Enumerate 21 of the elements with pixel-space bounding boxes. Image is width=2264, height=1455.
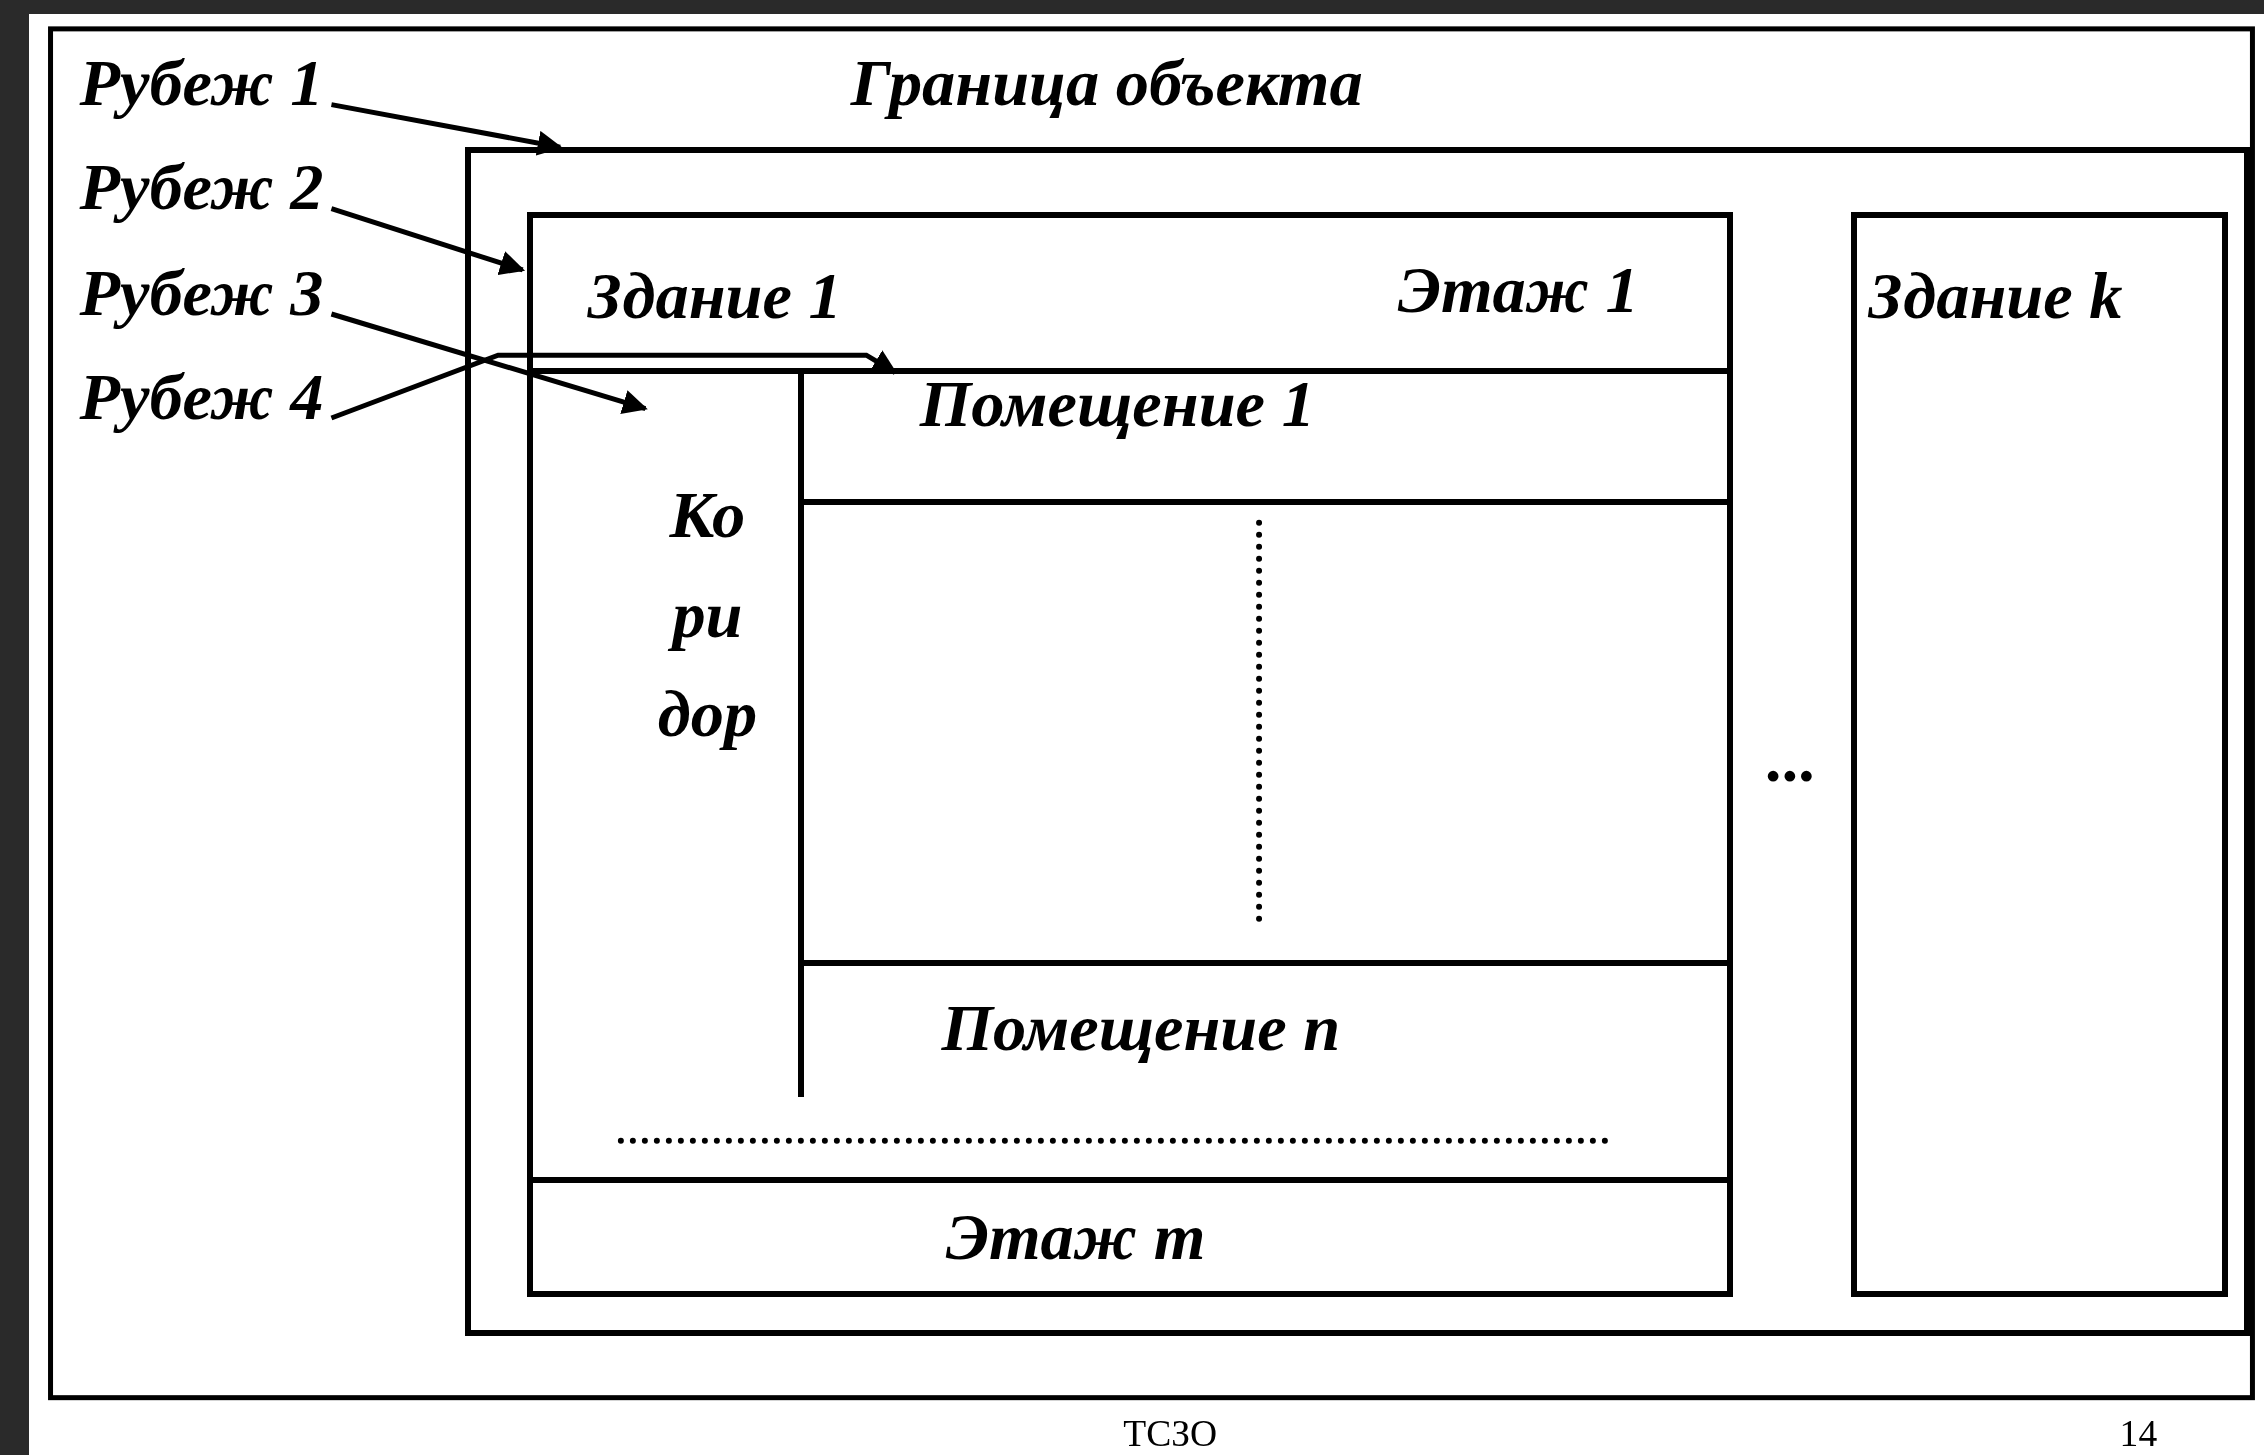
zone-label: Рубеж 4 (79, 359, 324, 433)
footer-label: ТСЗО (1123, 1412, 1218, 1455)
zone-title: Граница объекта (850, 46, 1363, 120)
building-box (1851, 212, 2228, 1297)
room-label: Помещение n (941, 990, 1341, 1064)
arrow (330, 311, 648, 415)
building-label: Здание k (1868, 258, 2123, 332)
floor-label: Этаж m (945, 1200, 1206, 1274)
zone-label: Рубеж 2 (79, 150, 324, 224)
building-label: Здание 1 (587, 258, 842, 332)
floor-label: Этаж 1 (1397, 252, 1639, 326)
ellipsis-label: ... (1767, 721, 1818, 795)
arrow (330, 350, 898, 421)
building-box (527, 212, 1733, 1297)
room-label: Помещение 1 (919, 366, 1315, 440)
page-number: 14 (2119, 1412, 2158, 1455)
corridor-label: Ко ри дор (656, 477, 759, 753)
arrow (330, 102, 563, 156)
zone-label: Рубеж 1 (79, 46, 324, 120)
zone-label: Рубеж 3 (79, 255, 324, 329)
arrow (330, 206, 526, 275)
